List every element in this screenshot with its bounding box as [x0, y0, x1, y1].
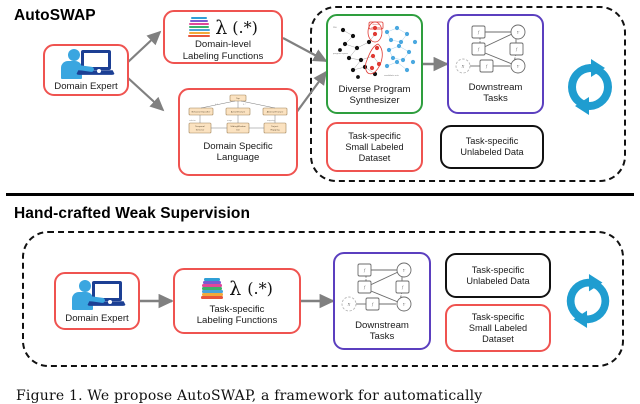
svg-text:BehaviorClassifier: BehaviorClassifier [192, 111, 211, 114]
node-unlabeled-data-bottom[interactable]: Task-specific Unlabeled Data [445, 253, 551, 298]
node-label-line2: Small Labeled [345, 141, 404, 152]
svg-text:SlidingWindow: SlidingWindow [230, 126, 246, 128]
node-downstream-tasks-bottom[interactable]: f f f f Y Y X Downstream Tasks [333, 252, 431, 350]
node-task-specific-labeling-functions[interactable]: λ (.*) Task-specific Labeling Functions [173, 268, 301, 334]
regex-symbol: (.*) [232, 17, 258, 37]
regex-symbol: (.*) [247, 279, 273, 298]
node-small-labeled-dataset-top[interactable]: Task-specific Small Labeled Dataset [326, 122, 423, 172]
factor-graph-icon: f f f f Y Y X [455, 24, 525, 74]
node-domain-specific-language[interactable]: Top BehaviorClassifier ActionFeature Abs… [178, 88, 298, 176]
svg-text:min: min [236, 130, 241, 132]
figure-caption: Figure 1. We propose AutoSWAP, a framewo… [16, 388, 483, 404]
svg-text:Mapping: Mapping [271, 130, 281, 132]
node-label-line2: Small Labeled [468, 322, 528, 333]
loop-icon-wrapper-bottom [560, 273, 616, 329]
svg-text:usage: usage [227, 120, 232, 122]
svg-text:AbstractFeature: AbstractFeature [267, 111, 284, 114]
svg-text:diverse: diverse [372, 23, 380, 26]
svg-text:Selector: Selector [196, 129, 205, 132]
node-domain-expert-top[interactable]: Domain Expert [43, 44, 129, 96]
svg-text:mapping: mapping [267, 120, 274, 122]
svg-text:f: f [484, 65, 487, 69]
node-label-line2: Unlabeled Data [466, 275, 530, 286]
svg-text:DSL: DSL [333, 27, 338, 29]
node-label: Domain Expert [65, 313, 129, 325]
panel-bottom-title: Hand-crafted Weak Supervision [14, 205, 251, 222]
books-stack-icon [188, 16, 211, 39]
node-small-labeled-dataset-bottom[interactable]: Task-specific Small Labeled Dataset [445, 304, 551, 352]
svg-text:Y: Y [403, 269, 406, 273]
caption-clip: Figure 1. We propose AutoSWAP, a framewo… [0, 388, 640, 404]
svg-text:selector: selector [189, 119, 196, 122]
node-label: Domain Expert [54, 81, 118, 93]
domain-expert-icon [59, 49, 115, 80]
svg-text:Y: Y [516, 31, 519, 35]
svg-text:programs: programs [371, 26, 380, 29]
svg-text:Traject.: Traject. [271, 125, 279, 128]
svg-text:Top: Top [236, 98, 240, 100]
node-label-line2: Synthesizer [349, 95, 400, 107]
refresh-loop-icon [566, 273, 610, 329]
svg-text:f: f [476, 48, 479, 52]
node-label-line1: Task-specific [209, 304, 265, 315]
panel-bottom: Hand-crafted Weak Supervision Domain Exp… [0, 196, 640, 376]
loop-icon-wrapper-top [561, 58, 619, 116]
pipeline-dashed-container-bottom [22, 231, 624, 367]
node-label-line2: Labeling Functions [196, 315, 278, 327]
books-stack-icon [201, 278, 224, 300]
node-unlabeled-data-top[interactable]: Task-specific Unlabeled Data [440, 125, 544, 169]
node-downstream-tasks-top[interactable]: f f f f Y Y X Downstream Tasks [447, 14, 544, 114]
node-label-line1: Task-specific [471, 264, 525, 275]
node-label-line1: Task-specific [348, 130, 401, 141]
svg-text:program space: program space [333, 52, 349, 55]
node-label-line3: Dataset [482, 333, 514, 344]
node-label-line1: Task-specific [465, 136, 519, 146]
svg-text:Temporal: Temporal [195, 125, 205, 128]
svg-text:Y: Y [516, 65, 519, 69]
node-domain-expert-bottom[interactable]: Domain Expert [54, 272, 140, 330]
uml-diagram-icon: Top BehaviorClassifier ActionFeature Abs… [188, 94, 288, 134]
lambda-symbol: λ [229, 278, 242, 300]
svg-text:X: X [347, 303, 351, 307]
node-label-line2: Unlabeled Data [460, 147, 524, 157]
panel-top-title: AutoSWAP [14, 7, 96, 24]
node-label-line1: Downstream [355, 320, 409, 331]
svg-text:f: f [514, 48, 517, 52]
node-domain-level-labeling-functions[interactable]: λ (.*) Domain-level Labeling Functions [163, 10, 283, 64]
svg-text:f: f [363, 286, 366, 290]
node-label-line1: Task-specific [471, 311, 525, 322]
node-label-line1: Downstream [468, 82, 523, 93]
node-label-line2: Language [216, 152, 260, 164]
node-label-line1: Domain-level [195, 39, 251, 51]
svg-text:Y: Y [403, 303, 406, 307]
refresh-loop-icon [568, 59, 612, 115]
node-label-line2: Labeling Functions [182, 50, 264, 62]
svg-text:0..*: 0..* [243, 104, 246, 106]
node-label-line2: Tasks [369, 331, 395, 343]
node-label-line3: Dataset [358, 152, 391, 163]
domain-expert-icon [70, 280, 126, 311]
svg-text:f: f [363, 269, 366, 273]
node-label-line1: Domain Specific [203, 141, 273, 152]
factor-graph-icon: f f f f Y Y X [341, 262, 412, 312]
svg-text:0..1: 0..1 [215, 104, 218, 106]
svg-text:f: f [476, 31, 479, 35]
node-label-line1: Diverse Program [338, 84, 411, 95]
lambda-symbol: λ [215, 16, 228, 39]
node-label-line2: Tasks [483, 93, 508, 105]
svg-text:f: f [401, 286, 404, 290]
panel-top: AutoSWAP [0, 0, 640, 193]
svg-text:f: f [371, 303, 374, 307]
svg-text:X: X [460, 65, 464, 69]
panel-divider [6, 193, 634, 196]
svg-text:candidate sets: candidate sets [384, 74, 399, 77]
svg-text:ActionFeature: ActionFeature [231, 111, 246, 114]
